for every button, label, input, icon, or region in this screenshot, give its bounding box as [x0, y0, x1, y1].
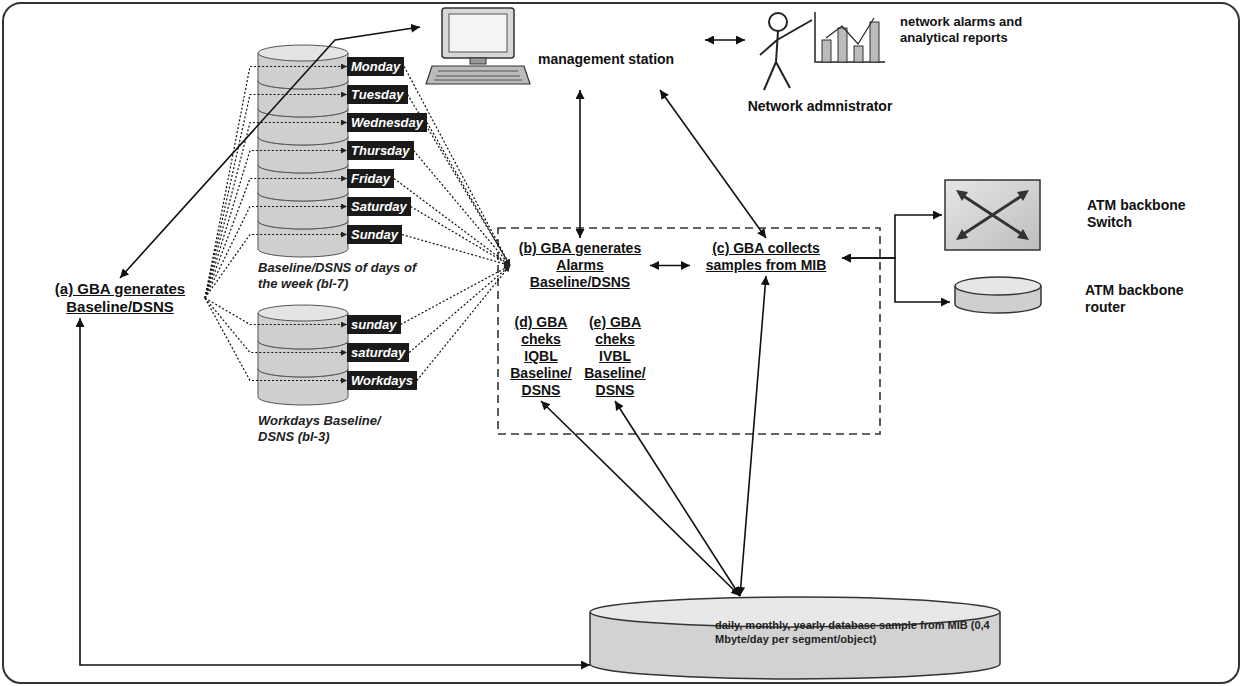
day-tag: Thursday [347, 141, 414, 160]
chart-icon [815, 12, 885, 62]
process-box: (e) GBA cheks IVBL Baseline/ DSNS [580, 312, 650, 401]
management-station: management station [420, 5, 705, 90]
node-text: management station [538, 51, 703, 68]
connector [404, 67, 510, 266]
connector [402, 235, 510, 266]
node-text: Sunday [351, 226, 398, 243]
connector [705, 39, 745, 41]
day-tag: sunday [347, 315, 401, 334]
node-text: Friday [351, 170, 390, 187]
week-cylinder-stack [258, 45, 348, 257]
node-text: Workdays Baseline/ DSNS (bl-3) [258, 413, 408, 445]
node-text: saturday [351, 344, 405, 361]
node-text: Saturday [351, 198, 407, 215]
process-box: (c) GBA collects samples from MIB [690, 238, 842, 276]
connector [842, 258, 950, 302]
connector [205, 151, 347, 299]
connector [427, 123, 510, 266]
connector [414, 151, 510, 266]
administrator-figure [760, 13, 812, 90]
node-text: (a) GBA generates Baseline/DSNS [35, 278, 205, 318]
atm-router: ATM backbone router [950, 272, 1205, 332]
node-text: Thursday [351, 142, 410, 159]
sample-database: daily, monthly, yearly database sample f… [590, 596, 1060, 682]
computer-icon [426, 8, 530, 84]
node-text: Wednesday [351, 114, 423, 131]
baseline-stack: Workdays Baseline/ DSNS (bl-3) sunday satu… [255, 305, 433, 450]
node-text: (d) GBA cheks IQBL Baseline/ DSNS [506, 312, 576, 401]
node-text: sunday [351, 316, 397, 333]
node-text: Tuesday [351, 86, 404, 103]
node-text: Network admnistrator [745, 98, 895, 115]
day-tag: Wednesday [347, 113, 427, 132]
node-text: (b) GBA generates Alarms Baseline/DSNS [510, 238, 650, 293]
connector [541, 401, 740, 596]
connector [417, 266, 510, 381]
database-cylinder [590, 597, 1000, 679]
connector [205, 298, 347, 381]
connector [842, 215, 942, 258]
connector [409, 266, 510, 353]
workdays-cylinder-stack [258, 305, 348, 405]
node-text: ATM backbone Switch [1087, 197, 1202, 231]
node-text: (c) GBA collects samples from MIB [690, 238, 842, 276]
connector [411, 207, 510, 266]
process-box: (b) GBA generates Alarms Baseline/DSNS [510, 238, 650, 293]
connector [615, 401, 740, 596]
connector [394, 179, 510, 266]
connector [401, 266, 510, 325]
baseline-stack: Baseline/DSNS of days of the week (bl-7)… [255, 40, 433, 302]
day-tag: Saturday [347, 197, 411, 216]
node-text: daily, monthly, yearly database sample f… [715, 618, 1000, 646]
process-box: (a) GBA generates Baseline/DSNS [35, 278, 205, 318]
day-tag: saturday [347, 343, 409, 362]
day-tag: Workdays [347, 371, 417, 390]
connector [650, 265, 690, 267]
process-box: (d) GBA cheks IQBL Baseline/ DSNS [506, 312, 576, 401]
connector [579, 90, 581, 238]
outer-frame [3, 3, 1239, 683]
caption-label: network alarms and analytical reports [900, 14, 1040, 46]
router-icon [955, 277, 1041, 313]
administrator: Network admnistrator [745, 8, 895, 120]
day-tag: Monday [347, 57, 404, 76]
dashed-group [498, 228, 880, 434]
day-tag: Tuesday [347, 85, 408, 104]
connector [120, 27, 420, 278]
connector [205, 298, 347, 325]
day-tag: Friday [347, 169, 394, 188]
switch-icon [945, 180, 1040, 250]
day-tag: Sunday [347, 225, 402, 244]
atm-switch: ATM backbone Switch [942, 175, 1204, 255]
node-text: (e) GBA cheks IVBL Baseline/ DSNS [580, 312, 650, 401]
node-text: Baseline/DSNS of days of the week (bl-7) [258, 260, 418, 292]
node-text: ATM backbone router [1085, 282, 1200, 316]
connector [740, 276, 766, 596]
node-text: Workdays [351, 372, 413, 389]
node-text: Monday [351, 58, 400, 75]
connector [205, 298, 347, 353]
